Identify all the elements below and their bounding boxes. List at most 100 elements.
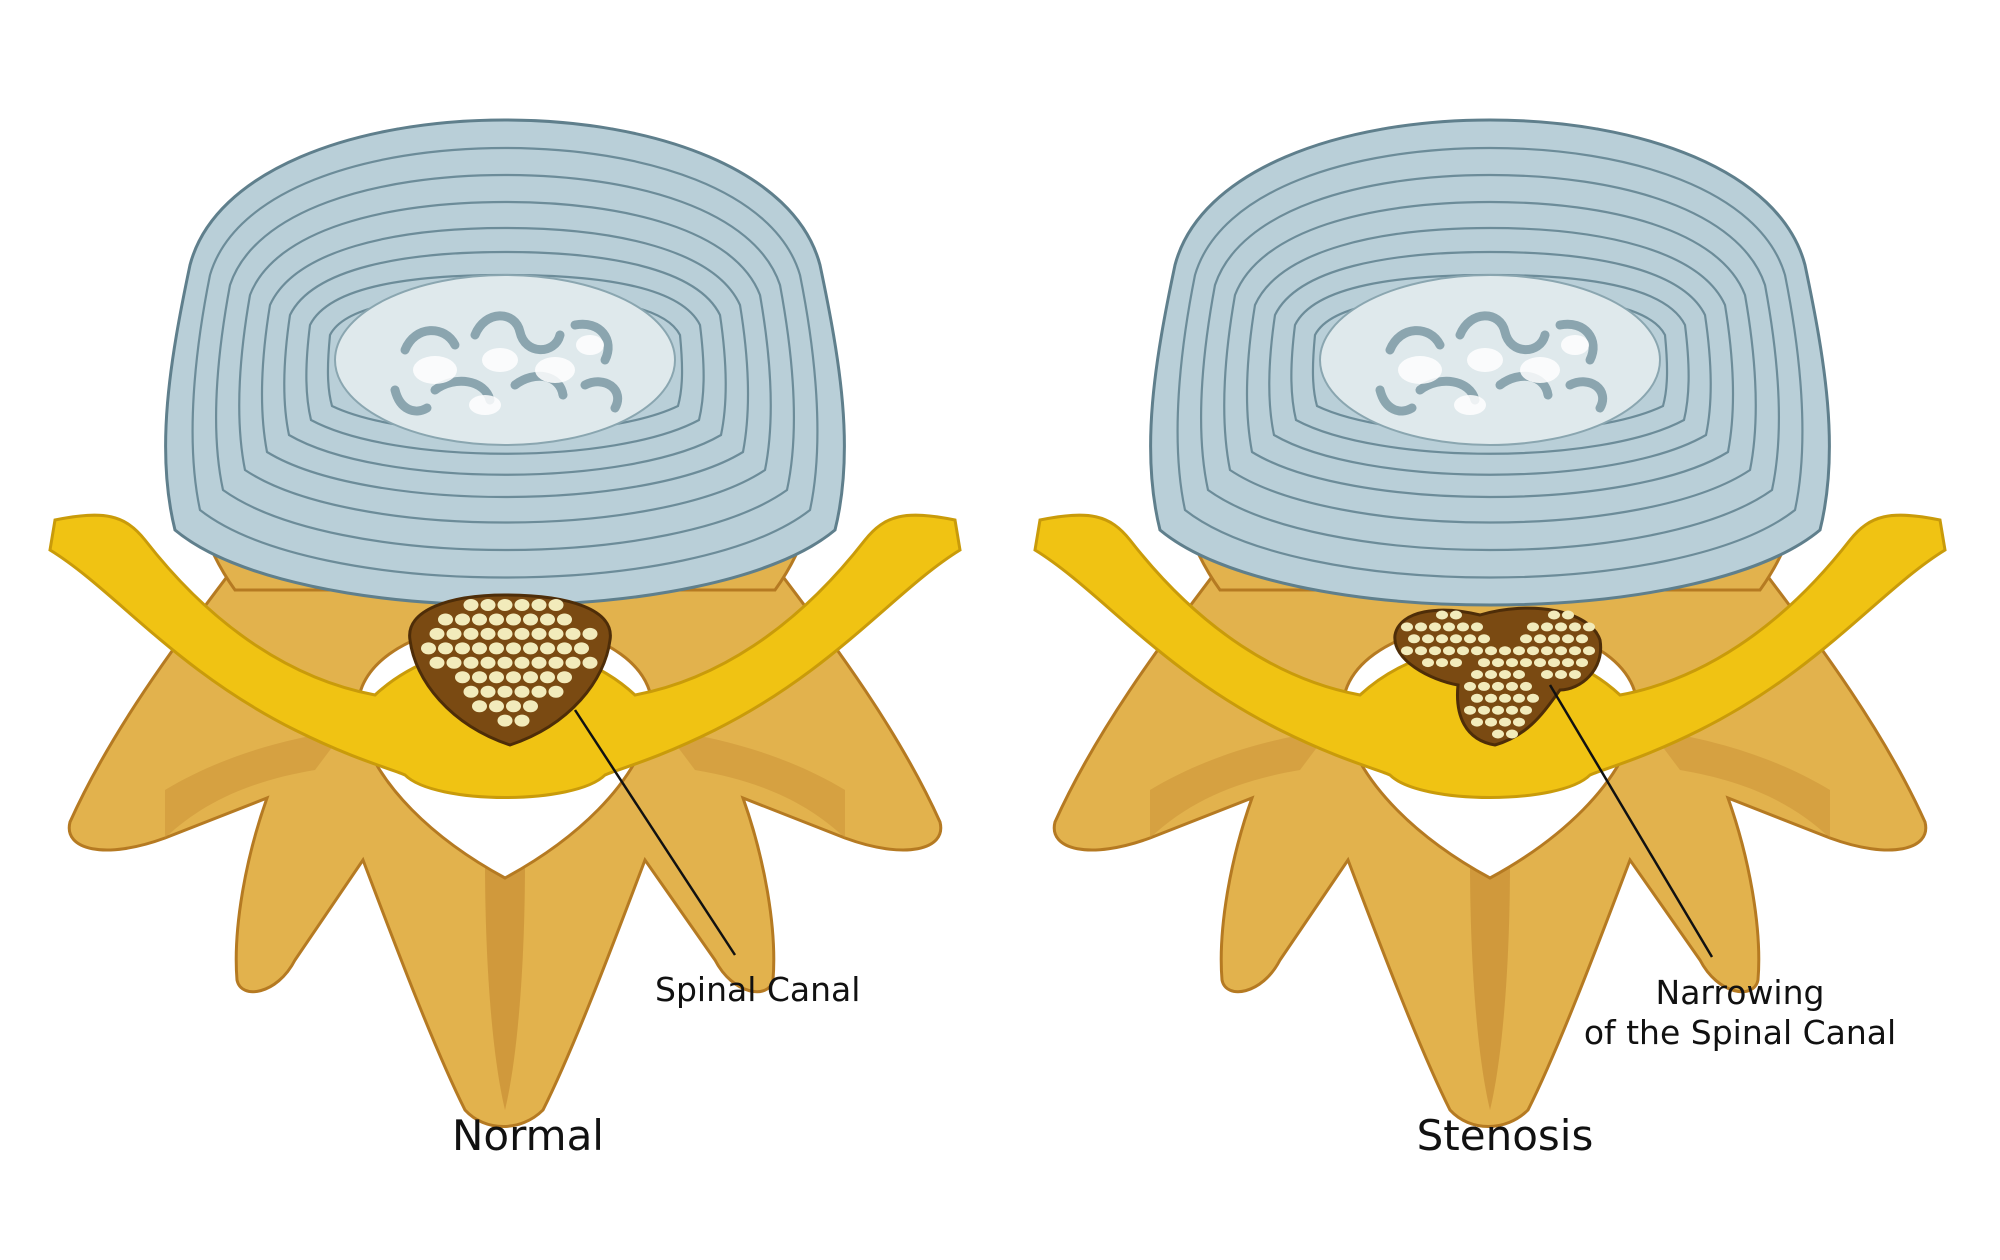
nerve-fiber — [531, 627, 547, 640]
nerve-fiber — [1478, 634, 1490, 644]
nerve-fiber — [1527, 622, 1539, 632]
spinal-canal-narrowed — [1393, 606, 1603, 747]
nerve-fiber — [531, 599, 547, 611]
nerve-fiber — [1506, 729, 1518, 739]
nerve-fiber — [548, 627, 564, 640]
nerve-fiber — [1478, 658, 1490, 668]
nerve-fiber — [565, 656, 581, 669]
nerve-fiber — [489, 671, 504, 684]
nerve-fiber — [1436, 634, 1448, 644]
nerve-fiber — [1555, 622, 1567, 632]
nerve-fiber — [480, 627, 496, 640]
nerve-fiber — [514, 685, 530, 698]
nerve-fiber — [1471, 717, 1483, 727]
nerve-fiber — [557, 671, 572, 684]
nerve-fiber — [1520, 681, 1532, 691]
nerve-fiber — [1485, 693, 1497, 703]
nerve-fiber — [514, 599, 530, 611]
nerve-fiber — [557, 613, 572, 626]
nerve-fiber — [1450, 634, 1462, 644]
nerve-fiber — [1513, 646, 1525, 656]
nerve-fiber — [480, 599, 496, 611]
nerve-fiber — [497, 714, 513, 727]
nerve-fiber — [531, 685, 547, 698]
nerve-fiber — [472, 613, 487, 626]
caption-stenosis: Stenosis — [1417, 1111, 1594, 1160]
nerve-fiber — [540, 613, 555, 626]
nerve-fiber — [1443, 646, 1455, 656]
nerve-fiber — [1506, 681, 1518, 691]
nerve-roots-normal — [421, 599, 598, 727]
panel-normal: Spinal Canal Normal — [50, 120, 960, 1160]
nerve-fiber — [1457, 646, 1469, 656]
nerve-fiber — [1555, 646, 1567, 656]
nerve-fiber — [1471, 646, 1483, 656]
nerve-fiber — [1513, 717, 1525, 727]
nerve-fiber — [1541, 622, 1553, 632]
nerve-fiber — [1464, 634, 1476, 644]
nerve-fiber — [1548, 610, 1560, 620]
nerve-fiber — [463, 685, 479, 698]
nerve-fiber — [1562, 658, 1574, 668]
nerve-fiber — [1485, 717, 1497, 727]
callout-text-stenosis-line-1: Narrowing — [1656, 973, 1825, 1012]
nerve-fiber — [574, 642, 589, 655]
nerve-fiber — [1408, 634, 1420, 644]
nerve-fiber — [1492, 729, 1504, 739]
nerve-fiber — [1569, 622, 1581, 632]
nerve-fiber — [1541, 646, 1553, 656]
nerve-fiber — [1471, 670, 1483, 679]
nerve-fiber — [1415, 646, 1427, 656]
nerve-fiber — [506, 642, 521, 655]
nerve-fiber — [438, 613, 453, 626]
nerve-fiber — [582, 656, 598, 669]
nerve-fiber — [497, 685, 513, 698]
nerve-fiber — [565, 627, 581, 640]
nerve-fiber — [1499, 646, 1511, 656]
nerve-fiber — [1548, 634, 1560, 644]
nerve-fiber — [1485, 670, 1497, 679]
caption-normal: Normal — [452, 1111, 604, 1160]
nerve-fiber — [429, 627, 445, 640]
nerve-fiber — [1478, 681, 1490, 691]
nerve-fiber — [1562, 634, 1574, 644]
nerve-fiber — [1576, 658, 1588, 668]
nerve-fiber — [463, 627, 479, 640]
nerve-fiber — [1436, 610, 1448, 620]
nerve-fiber — [1562, 610, 1574, 620]
nerve-fiber — [1499, 693, 1511, 703]
nerve-fiber — [1541, 670, 1553, 679]
nerve-fiber — [446, 627, 462, 640]
callout-text-stenosis-line-2: of the Spinal Canal — [1584, 1013, 1896, 1052]
nerve-fiber — [557, 642, 572, 655]
nerve-fiber — [1555, 670, 1567, 679]
callout-text-normal: Spinal Canal — [655, 970, 860, 1009]
nerve-fiber — [1401, 646, 1413, 656]
nerve-fiber — [455, 671, 470, 684]
nerve-fiber — [1506, 705, 1518, 715]
nerve-fiber — [514, 714, 530, 727]
nerve-fiber — [497, 627, 513, 640]
nerve-fiber — [1499, 717, 1511, 727]
nerve-fiber — [1429, 646, 1441, 656]
nerve-fiber — [1485, 646, 1497, 656]
nerve-fiber — [455, 642, 470, 655]
nerve-fiber — [1520, 634, 1532, 644]
panel-stenosis: Narrowing of the Spinal Canal Stenosis — [1035, 120, 1945, 1160]
nerve-fiber — [506, 613, 521, 626]
nerve-fiber — [514, 656, 530, 669]
nerve-fiber — [429, 656, 445, 669]
nerve-fiber — [1401, 622, 1413, 632]
nerve-fiber — [1513, 670, 1525, 679]
callout-line-normal — [573, 709, 737, 956]
nerve-fiber — [548, 685, 564, 698]
nerve-fiber — [540, 642, 555, 655]
nerve-fiber — [497, 656, 513, 669]
nerve-fiber — [1583, 622, 1595, 632]
nerve-fiber — [421, 642, 436, 655]
nerve-fiber — [472, 642, 487, 655]
nerve-fiber — [1520, 705, 1532, 715]
nerve-fiber — [1527, 693, 1539, 703]
nerve-fiber — [1471, 693, 1483, 703]
